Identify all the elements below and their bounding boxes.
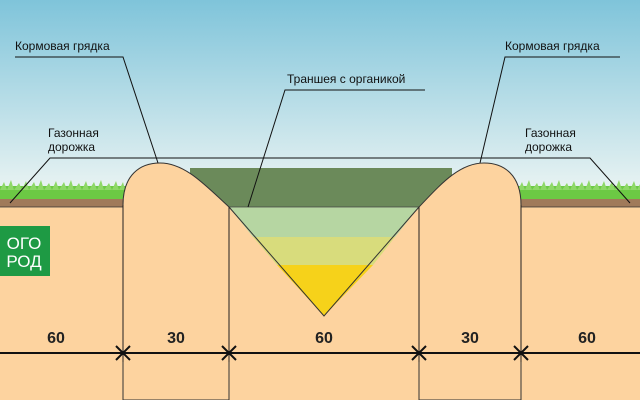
leader-lines xyxy=(9,56,631,208)
dimension-path-left: 60 xyxy=(47,330,65,347)
dimension-guides xyxy=(122,205,522,362)
label-path-left-1: Газонная xyxy=(48,126,99,140)
label-path-left-2: дорожка xyxy=(48,140,95,154)
trench-layer-2 xyxy=(253,237,395,265)
grass-right xyxy=(518,180,640,207)
label-path-right-1: Газонная xyxy=(525,126,576,140)
ogorod-logo: ОГО РОД xyxy=(0,226,50,276)
label-trench: Траншея с органикой xyxy=(287,72,405,86)
dimension-line xyxy=(0,345,640,361)
organic-top-layer xyxy=(190,168,452,208)
grass-left xyxy=(0,180,126,207)
label-feed-bed-right: Кормовая грядка xyxy=(505,39,600,53)
trench-outline xyxy=(228,206,420,317)
trench-layer-1 xyxy=(229,207,419,237)
svg-text:ОГО: ОГО xyxy=(7,234,42,253)
trench-layer-3 xyxy=(277,265,373,316)
dimension-bed-right: 30 xyxy=(461,330,479,347)
svg-text:РОД: РОД xyxy=(6,252,42,271)
dimension-trench: 60 xyxy=(315,330,333,347)
label-path-right-2: дорожка xyxy=(525,140,572,154)
dimension-path-right: 60 xyxy=(578,330,596,347)
dimension-bed-left: 30 xyxy=(167,330,185,347)
label-feed-bed-left: Кормовая грядка xyxy=(15,39,110,53)
